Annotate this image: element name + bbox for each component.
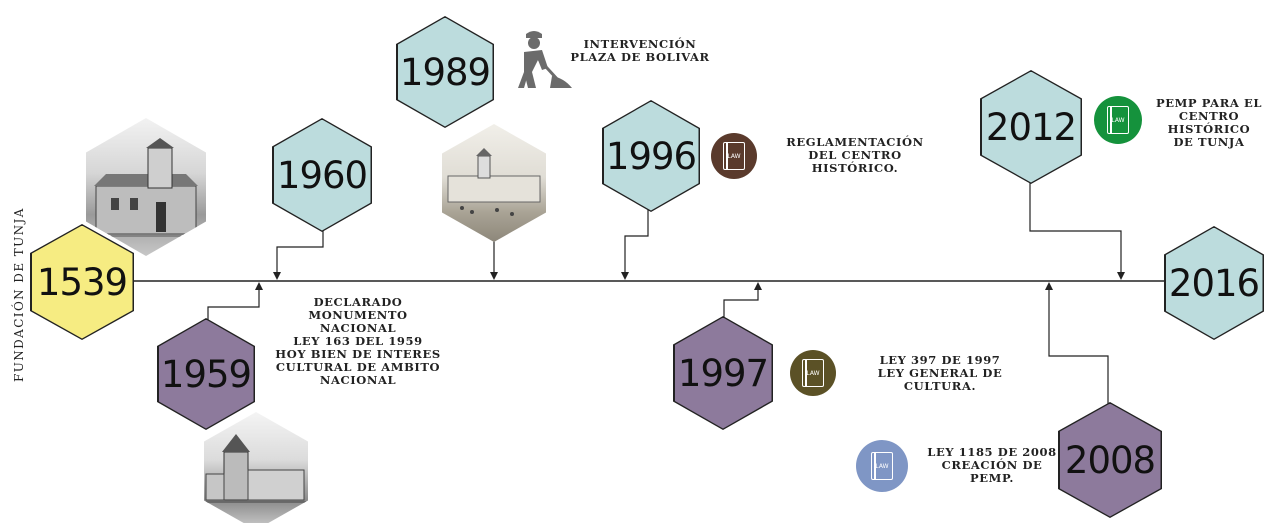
label-line: PLAZA DE BOLIVAR: [570, 50, 710, 64]
year-hex-1997: 1997: [673, 316, 773, 430]
law-book-icon-1996: LAW: [711, 133, 757, 179]
year-label-1959: 1959: [160, 352, 252, 396]
law-text: LAW: [727, 152, 741, 160]
construction-worker-icon: [518, 31, 572, 88]
event-label-2008: LEY 1185 DE 2008 CREACIÓN DE PEMP.: [916, 446, 1068, 485]
year-hex-2012: 2012: [980, 70, 1082, 184]
label-line: CENTRO: [1178, 109, 1240, 123]
connector-1959: [207, 288, 260, 322]
year-label-1960: 1960: [276, 153, 368, 197]
event-label-1997: LEY 397 DE 1997 LEY GENERAL DE CULTURA.: [852, 354, 1028, 393]
connector-2012: [1029, 180, 1122, 276]
label-line: HISTÓRICO: [1167, 122, 1251, 136]
year-label-1997: 1997: [677, 351, 769, 395]
label-line: DECLARADO: [313, 295, 403, 309]
year-label-1996: 1996: [605, 134, 697, 178]
label-line: INTERVENCIÓN: [583, 37, 697, 51]
event-label-1989: INTERVENCIÓN PLAZA DE BOLIVAR: [560, 38, 720, 64]
connector-1997: [723, 288, 759, 322]
year-hex-1989: 1989: [396, 16, 494, 128]
law-text: LAW: [806, 369, 820, 377]
year-label-2008: 2008: [1064, 438, 1156, 482]
label-line: CULTURAL DE AMBITO: [275, 360, 441, 374]
label-line: MONUMENTO: [308, 308, 408, 322]
label-line: LEY 1185 DE 2008: [927, 445, 1057, 459]
label-line: NACIONAL: [319, 321, 397, 335]
law-book-icon-1997: LAW: [790, 350, 836, 396]
label-line: LEY 397 DE 1997: [879, 353, 1001, 367]
year-hex-2008: 2008: [1058, 402, 1162, 518]
law-text: LAW: [875, 462, 889, 470]
year-hex-1960: 1960: [272, 118, 372, 232]
label-line: DE TUNJA: [1173, 135, 1245, 149]
label-line: HOY BIEN DE INTERES: [275, 347, 441, 361]
label-line: PEMP PARA EL: [1155, 96, 1263, 110]
law-book-icon-2012: LAW: [1094, 96, 1142, 144]
label-line: LEY GENERAL DE: [877, 366, 1003, 380]
law-text: LAW: [1111, 116, 1125, 124]
year-label-2016: 2016: [1168, 261, 1260, 305]
year-label-2012: 2012: [985, 105, 1077, 149]
label-line: CREACIÓN DE: [941, 458, 1043, 472]
event-label-1996: REGLAMENTACIÓN DEL CENTRO HISTÓRICO.: [770, 136, 940, 175]
event-label-1959: DECLARADO MONUMENTO NACIONAL LEY 163 DEL…: [258, 296, 458, 387]
year-label-1539: 1539: [36, 260, 128, 304]
label-line: CULTURA.: [903, 379, 977, 393]
label-line: REGLAMENTACIÓN: [786, 135, 924, 149]
side-title: FUNDACIÓN DE TUNJA: [12, 207, 26, 382]
connector-2008: [1048, 288, 1109, 405]
connector-1960: [276, 230, 324, 276]
label-line: NACIONAL: [319, 373, 397, 387]
church-engraving-photo: [86, 118, 206, 256]
label-line: HISTÓRICO.: [811, 161, 899, 175]
label-line: LEY 163 DEL 1959: [293, 334, 423, 348]
law-book-icon-2008: LAW: [856, 440, 908, 492]
connector-1996: [624, 208, 649, 276]
label-line: DEL CENTRO: [808, 148, 902, 162]
year-label-1989: 1989: [399, 50, 491, 94]
event-label-2012: PEMP PARA EL CENTRO HISTÓRICO DE TUNJA: [1142, 97, 1274, 149]
label-line: PEMP.: [970, 471, 1014, 485]
